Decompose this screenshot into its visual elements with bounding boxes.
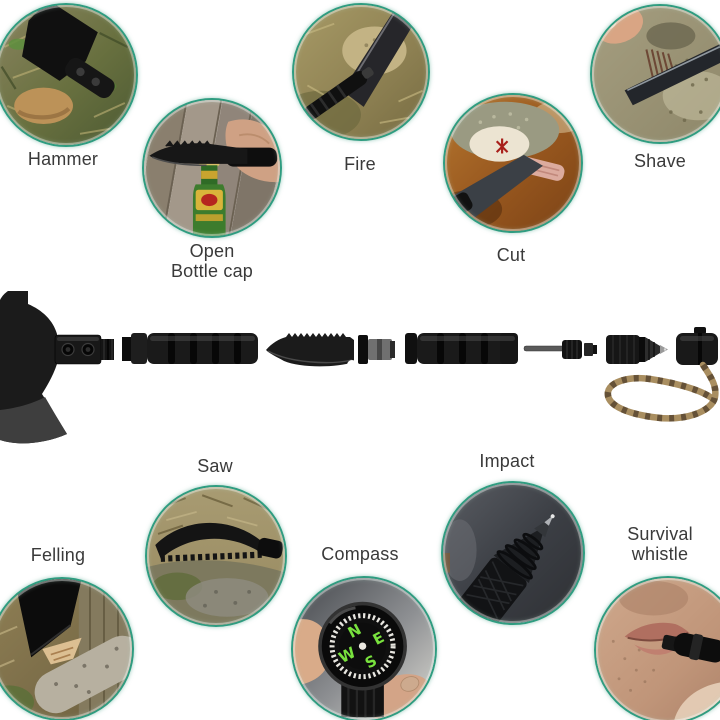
handle-segment-1 bbox=[122, 333, 258, 364]
fire-photo-circle bbox=[292, 3, 430, 141]
felling-photo-circle bbox=[0, 577, 134, 720]
fish-body bbox=[450, 101, 560, 162]
handle-segment-2 bbox=[405, 333, 518, 364]
whistle-body bbox=[661, 632, 720, 699]
knife-blade bbox=[624, 44, 720, 106]
feature-label-fire: Fire bbox=[344, 154, 376, 174]
feature-label-felling: Felling bbox=[30, 545, 86, 565]
fire-photo-illustration bbox=[294, 5, 428, 139]
compass-photo-illustration: N E S W bbox=[293, 578, 435, 720]
feature-label-survival-whistle: Survival whistle bbox=[590, 524, 720, 564]
ferro-rod-graphic bbox=[523, 340, 597, 359]
cut-photo-illustration bbox=[445, 95, 581, 231]
label-line: Open bbox=[189, 241, 235, 261]
saw-photo-illustration bbox=[147, 487, 285, 625]
blood-mark bbox=[495, 138, 509, 154]
hammer-photo-illustration bbox=[0, 5, 136, 145]
compass-photo-circle: N E S W bbox=[291, 576, 437, 720]
impact-photo-illustration bbox=[443, 483, 583, 623]
ferro-rod bbox=[304, 67, 374, 120]
axe-blade bbox=[14, 579, 82, 658]
hammer-photo-circle bbox=[0, 3, 138, 147]
saw-blade bbox=[155, 522, 284, 562]
axe-head-photo-shape bbox=[22, 5, 115, 99]
whistle-photo-illustration bbox=[596, 578, 720, 720]
stubble bbox=[611, 639, 656, 692]
lanyard-graphic bbox=[604, 361, 719, 422]
feature-label-open-bottle-cap: Open Bottle cap bbox=[142, 241, 282, 281]
impact-photo-circle bbox=[441, 481, 585, 625]
feature-label-cut: Cut bbox=[496, 245, 526, 265]
open-bottle-photo-circle bbox=[142, 98, 282, 238]
feature-label-impact: Impact bbox=[479, 451, 535, 471]
disassembled-multitool-graphic bbox=[0, 291, 719, 444]
glass-breaker-graphic bbox=[606, 335, 668, 364]
feature-label-saw: Saw bbox=[197, 456, 233, 476]
cut-photo-circle bbox=[443, 93, 583, 233]
axe-head-graphic bbox=[0, 291, 114, 444]
label-line: Bottle cap bbox=[170, 261, 254, 281]
tree-trunk bbox=[34, 635, 132, 714]
feature-label-hammer: Hammer bbox=[27, 149, 99, 169]
bottle bbox=[192, 159, 226, 236]
feature-label-compass: Compass bbox=[321, 544, 399, 564]
open-bottle-photo-illustration bbox=[144, 100, 280, 236]
label-line: Survival bbox=[627, 524, 693, 544]
knife-graphic bbox=[266, 333, 395, 370]
compass-face: N E S W bbox=[318, 601, 407, 691]
whistle-photo-circle bbox=[594, 576, 720, 720]
shave-photo-circle bbox=[590, 4, 720, 144]
feature-label-shave: Shave bbox=[633, 151, 687, 171]
fish-head bbox=[646, 22, 696, 50]
saw-photo-circle bbox=[145, 485, 287, 627]
knife-opening-cap bbox=[149, 140, 278, 167]
compass-west-letter: W bbox=[336, 643, 359, 667]
felling-photo-illustration bbox=[0, 579, 132, 719]
shave-photo-illustration bbox=[592, 6, 720, 142]
end-cap-graphic bbox=[676, 327, 718, 365]
label-line: whistle bbox=[631, 544, 689, 564]
